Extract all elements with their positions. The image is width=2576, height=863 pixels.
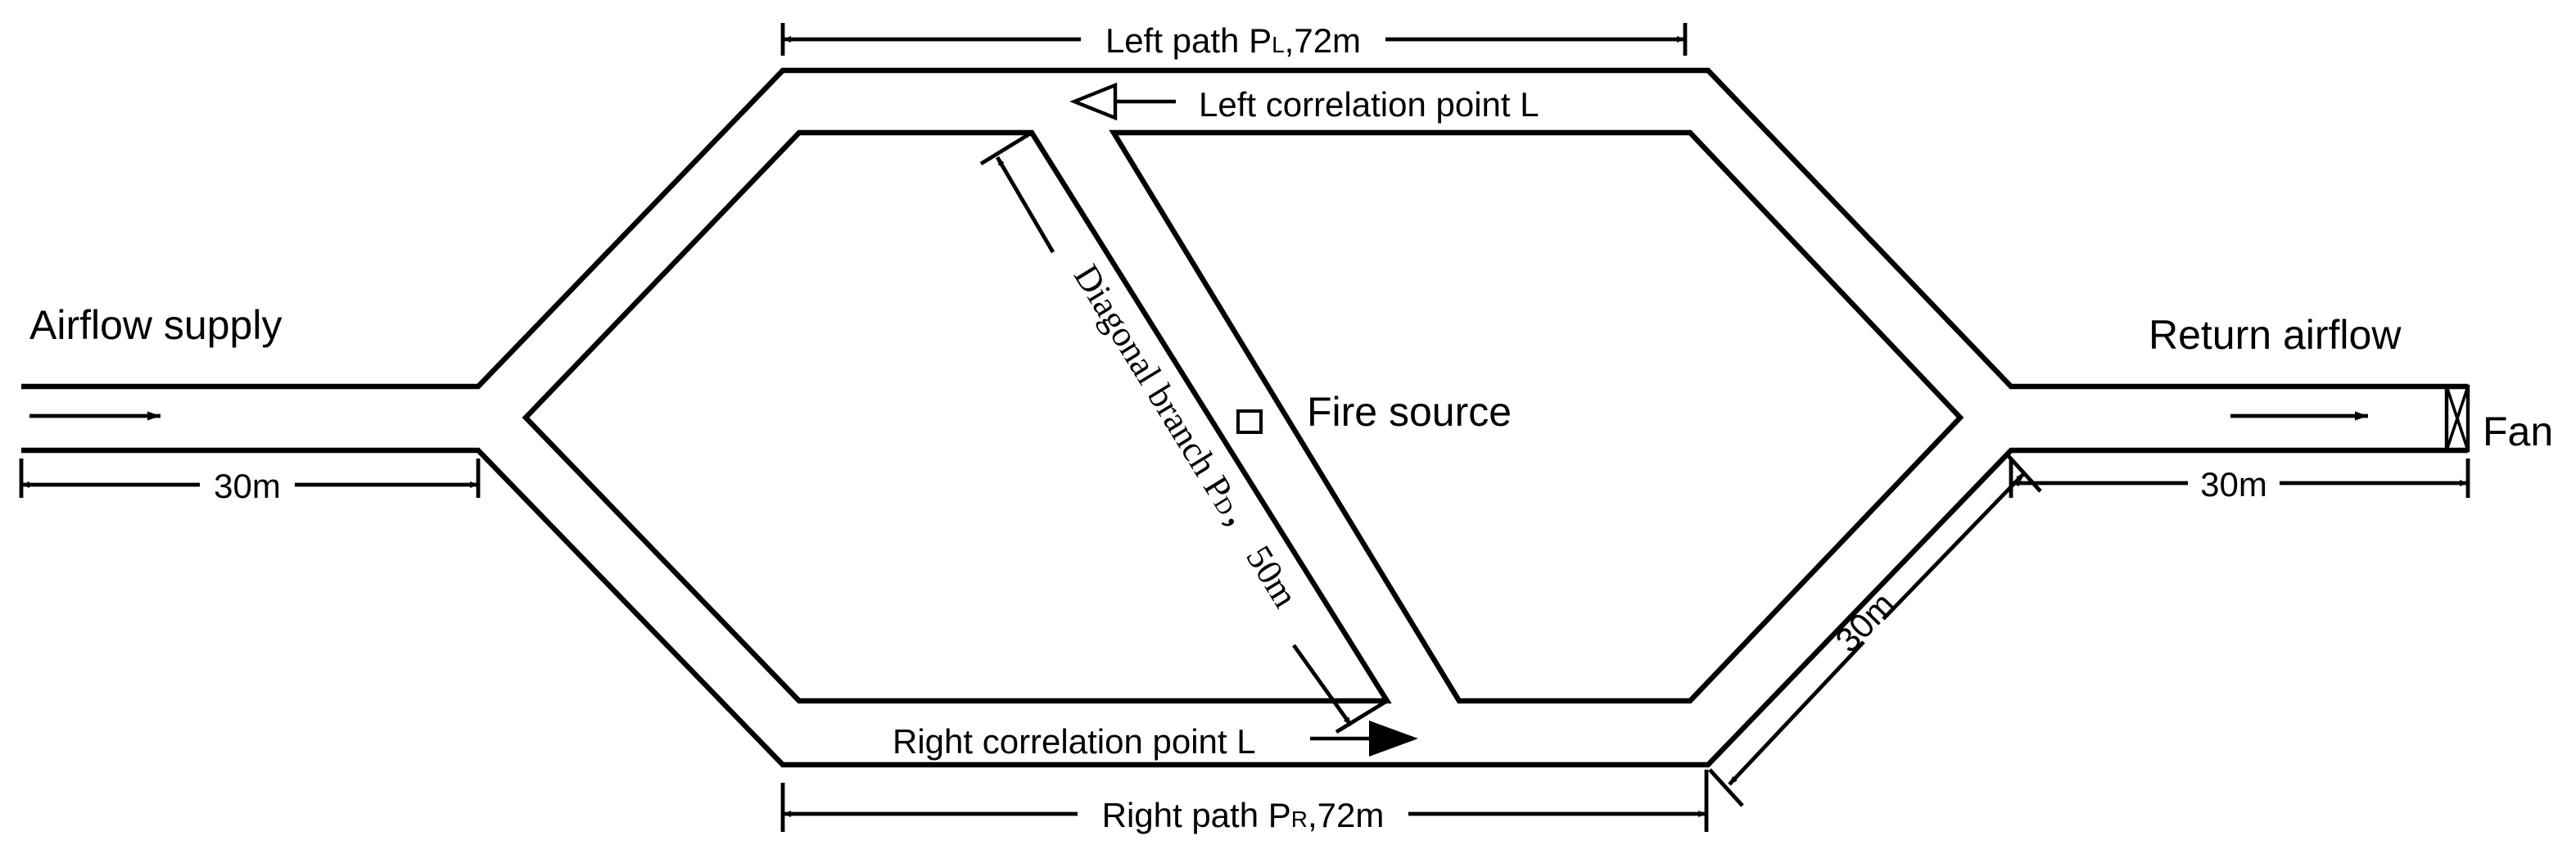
dimension-inlet <box>19 459 481 498</box>
right-correlation-arrow <box>1310 721 1418 757</box>
fan-symbol <box>2444 384 2470 453</box>
left-inner-island <box>522 129 1392 704</box>
lower-right-branch-length-label: 30m <box>1828 585 1902 659</box>
outlet-length-label: 30m <box>2200 465 2267 504</box>
diagonal-branch-label: Diagonal branch PD， 50m <box>1066 258 1306 615</box>
return-airflow-label: Return airflow <box>2149 312 2402 358</box>
dimension-bottom <box>780 770 1709 832</box>
fire-source-marker <box>1236 409 1263 434</box>
left-correlation-point-label: Left correlation point L <box>1199 85 1539 124</box>
inlet-length-label: 30m <box>214 467 281 505</box>
right-path-dimension-label: Right path PR,72m <box>1102 796 1385 834</box>
fan-label: Fan <box>2483 409 2553 454</box>
duct-network <box>21 67 2468 768</box>
upper-outer-wall <box>21 67 2468 390</box>
airflow-supply-label: Airflow supply <box>29 302 282 348</box>
lower-outer-wall <box>21 447 2468 768</box>
dimension-diagonal <box>979 130 1389 734</box>
right-correlation-point-label: Right correlation point L <box>893 722 1256 761</box>
dimension-lower-right-branch <box>1708 454 2042 807</box>
right-inner-island <box>1109 129 1964 704</box>
left-path-dimension-label: Left path PL,72m <box>1105 21 1361 60</box>
dimension-top <box>780 23 1688 56</box>
left-correlation-arrow <box>1069 82 1176 121</box>
dimension-outlet <box>2009 459 2470 498</box>
fire-source-label: Fire source <box>1307 389 1512 435</box>
